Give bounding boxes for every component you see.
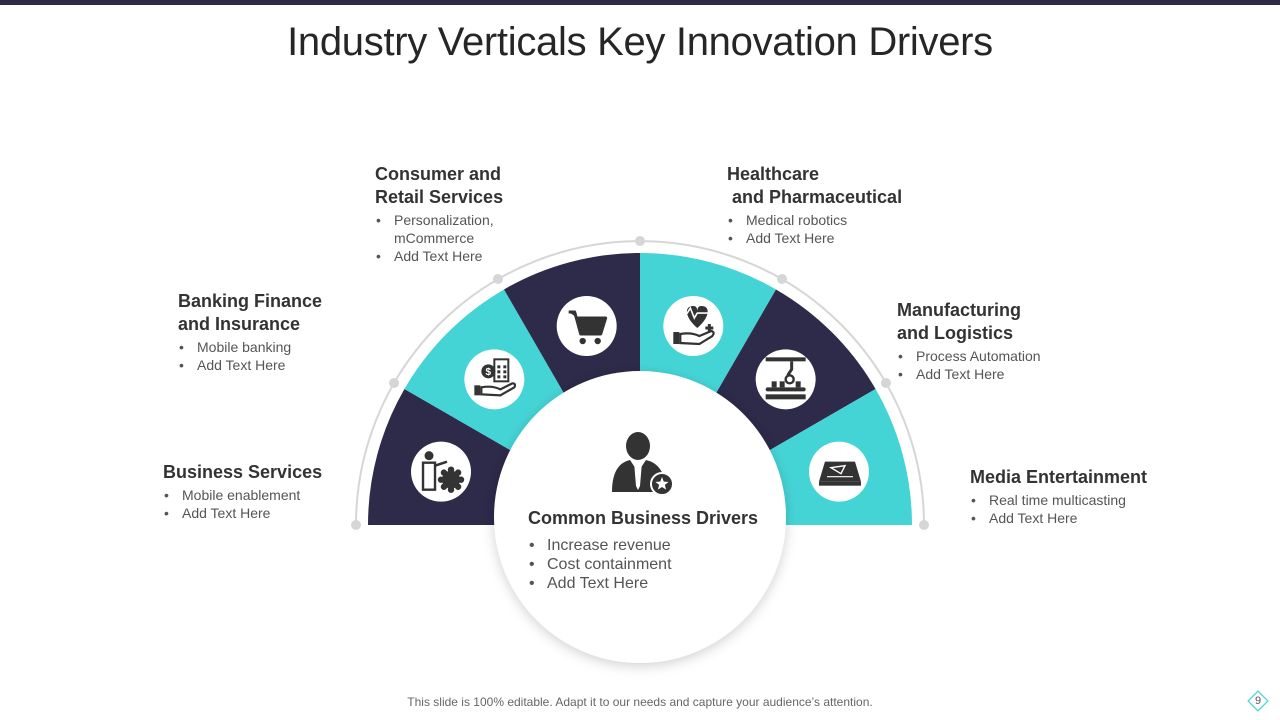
label-bullet: Add Text Here	[727, 229, 937, 247]
label-manufacturing-logistics: Manufacturing and Logistics Process Auto…	[897, 299, 1087, 383]
hand-heart-icon	[663, 296, 724, 357]
arc-dot	[919, 520, 929, 530]
svg-text:$: $	[486, 367, 492, 378]
label-bullet: Add Text Here	[897, 365, 1087, 383]
conveyor-robot-arm-icon	[755, 349, 816, 410]
footer-note: This slide is 100% editable. Adapt it to…	[407, 695, 873, 709]
arc-dot	[389, 378, 400, 388]
arc-dot	[880, 378, 891, 388]
label-bullet: Medical robotics	[727, 211, 937, 229]
arc-dot	[351, 520, 361, 530]
media-device-icon	[808, 441, 869, 502]
center-bullet: Increase revenue	[528, 536, 780, 555]
label-title: Business Services	[163, 462, 323, 482]
label-bullet: Mobile banking	[178, 338, 368, 356]
center-bullet: Cost containment	[528, 555, 780, 574]
center-text-block: Common Business Drivers Increase revenue…	[520, 506, 780, 593]
label-bullet: Add Text Here	[178, 356, 368, 374]
label-title: Consumer and Retail Services	[375, 164, 504, 207]
label-bullet: Add Text Here	[163, 504, 353, 522]
label-title: Media Entertainment	[970, 467, 1148, 487]
label-healthcare-pharmaceutical: Healthcare and Pharmaceutical Medical ro…	[727, 163, 937, 247]
center-bullet: Add Text Here	[528, 574, 780, 593]
label-title: Healthcare and Pharmaceutical	[727, 164, 903, 207]
shopping-cart-icon	[556, 296, 617, 357]
label-consumer-retail-services: Consumer and Retail Services Personaliza…	[375, 163, 565, 265]
slide-title: Industry Verticals Key Innovation Driver…	[287, 20, 993, 64]
arc-dots	[351, 236, 929, 530]
label-bullet: Real time multicasting	[970, 491, 1180, 509]
label-media-entertainment: Media Entertainment Real time multicasti…	[970, 466, 1180, 527]
label-bullet: Mobile enablement	[163, 486, 353, 504]
label-title: Banking Finance and Insurance	[178, 291, 323, 334]
label-bullet: Personalization, mCommerce	[375, 211, 565, 247]
arc-dot	[635, 236, 645, 246]
arc-dot	[777, 274, 787, 285]
label-bullet: Add Text Here	[375, 247, 565, 265]
page-number-badge: 9	[1246, 689, 1270, 713]
segment-icons: $	[411, 296, 869, 502]
diamond-outline-icon	[1247, 690, 1269, 712]
label-business-services: Business Services Mobile enablement Add …	[163, 461, 353, 522]
person-gear-icon	[411, 441, 472, 502]
page-number: 9	[1254, 695, 1262, 707]
label-bullet: Add Text Here	[970, 509, 1180, 527]
label-bullet: Process Automation	[897, 347, 1087, 365]
businessman-star-icon	[612, 432, 674, 496]
hand-money-calculator-icon: $	[464, 349, 525, 410]
center-title: Common Business Drivers	[528, 508, 759, 528]
top-accent-bar	[0, 0, 1280, 5]
arc-dot	[493, 274, 503, 285]
label-banking-finance-insurance: Banking Finance and Insurance Mobile ban…	[178, 290, 368, 374]
label-title: Manufacturing and Logistics	[897, 300, 1021, 343]
